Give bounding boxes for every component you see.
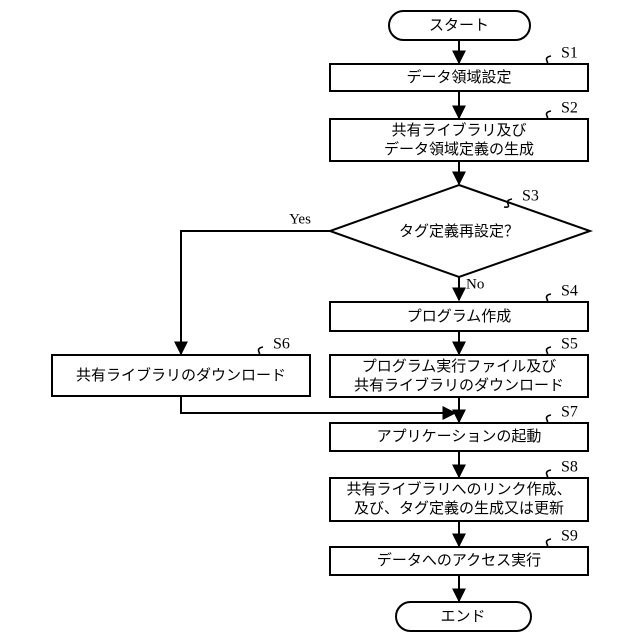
s9-box-shape: [329, 546, 589, 576]
node-s3-decision: タグ定義再設定？ S3 Yes No: [289, 183, 594, 292]
s2-box-shape: [329, 118, 589, 162]
s3-step-leader-icon: [503, 198, 513, 208]
end-terminator-shape: [395, 601, 532, 632]
s8-box-label-line2: 及び、タグ定義の生成又は更新: [354, 500, 564, 517]
s9-box-label: データへのアクセス実行: [377, 551, 541, 569]
s4-step-label: S4: [561, 283, 578, 300]
s3-diamond-shape: [327, 183, 594, 279]
node-s8: 共有ライブラリへのリンク作成、 及び、タグ定義の生成又は更新 S8: [329, 459, 589, 522]
node-s9: データへのアクセス実行 S9: [329, 528, 589, 576]
s3-decision-label: タグ定義再設定？: [399, 223, 519, 240]
s6-step-label: S6: [273, 336, 290, 353]
connector-s3-yes-to-s6: [174, 230, 330, 356]
s5-box-label-line2: 共有ライブラリのダウンロード: [354, 376, 564, 394]
node-end: エンド: [395, 601, 532, 632]
s2-box-label-line1: 共有ライブラリ及び: [391, 121, 526, 139]
s4-box-label: プログラム作成: [407, 308, 512, 325]
node-start: スタート: [388, 10, 531, 41]
s4-step-leader-icon: [542, 293, 552, 303]
s5-step-leader-icon: [542, 346, 552, 356]
s6-step-leader-icon: [254, 346, 264, 356]
s8-step-label: S8: [561, 459, 578, 476]
s3-step-label: S3: [522, 188, 539, 205]
s9-step-leader-icon: [542, 538, 552, 548]
s5-box-label-line1: プログラム実行ファイル及び: [362, 358, 557, 375]
s7-box-shape: [329, 422, 589, 452]
start-terminator-shape: [388, 10, 531, 41]
node-s6: 共有ライブラリのダウンロード S6: [51, 336, 311, 397]
connectors: [174, 40, 466, 603]
s5-step-label: S5: [561, 336, 578, 353]
s3-yes-branch-label: Yes: [289, 211, 311, 227]
s8-step-leader-icon: [542, 469, 552, 479]
s8-box-shape: [329, 477, 589, 522]
s3-no-branch-label: No: [466, 276, 484, 292]
s1-box-label: データ領域設定: [406, 68, 511, 86]
node-s7: アプリケーションの起動 S7: [329, 404, 589, 452]
s7-step-label: S7: [561, 404, 578, 421]
s5-box-shape: [329, 354, 589, 398]
node-s5: プログラム実行ファイル及び 共有ライブラリのダウンロード S5: [329, 336, 589, 398]
end-terminator-label: エンド: [440, 608, 485, 625]
node-s2: 共有ライブラリ及び データ領域定義の生成 S2: [329, 100, 589, 162]
s1-box-shape: [329, 63, 589, 92]
s6-box-label: 共有ライブラリのダウンロード: [76, 366, 286, 384]
s1-step-label: S1: [561, 45, 578, 62]
s6-box-shape: [51, 354, 311, 397]
s1-step-leader-icon: [542, 55, 552, 65]
s2-step-leader-icon: [542, 110, 552, 120]
s2-box-label-line2: データ領域定義の生成: [384, 140, 534, 158]
s7-step-leader-icon: [542, 414, 552, 424]
s7-box-label: アプリケーションの起動: [377, 428, 542, 445]
connector-s6-to-merge: [180, 396, 457, 420]
node-s4: プログラム作成 S4: [329, 283, 589, 332]
start-terminator-label: スタート: [429, 17, 489, 34]
node-s1: データ領域設定 S1: [329, 45, 589, 92]
s2-step-label: S2: [561, 100, 578, 117]
s8-box-label-line1: 共有ライブラリへのリンク作成、: [346, 480, 571, 498]
s4-box-shape: [329, 301, 589, 332]
s9-step-label: S9: [561, 528, 578, 545]
